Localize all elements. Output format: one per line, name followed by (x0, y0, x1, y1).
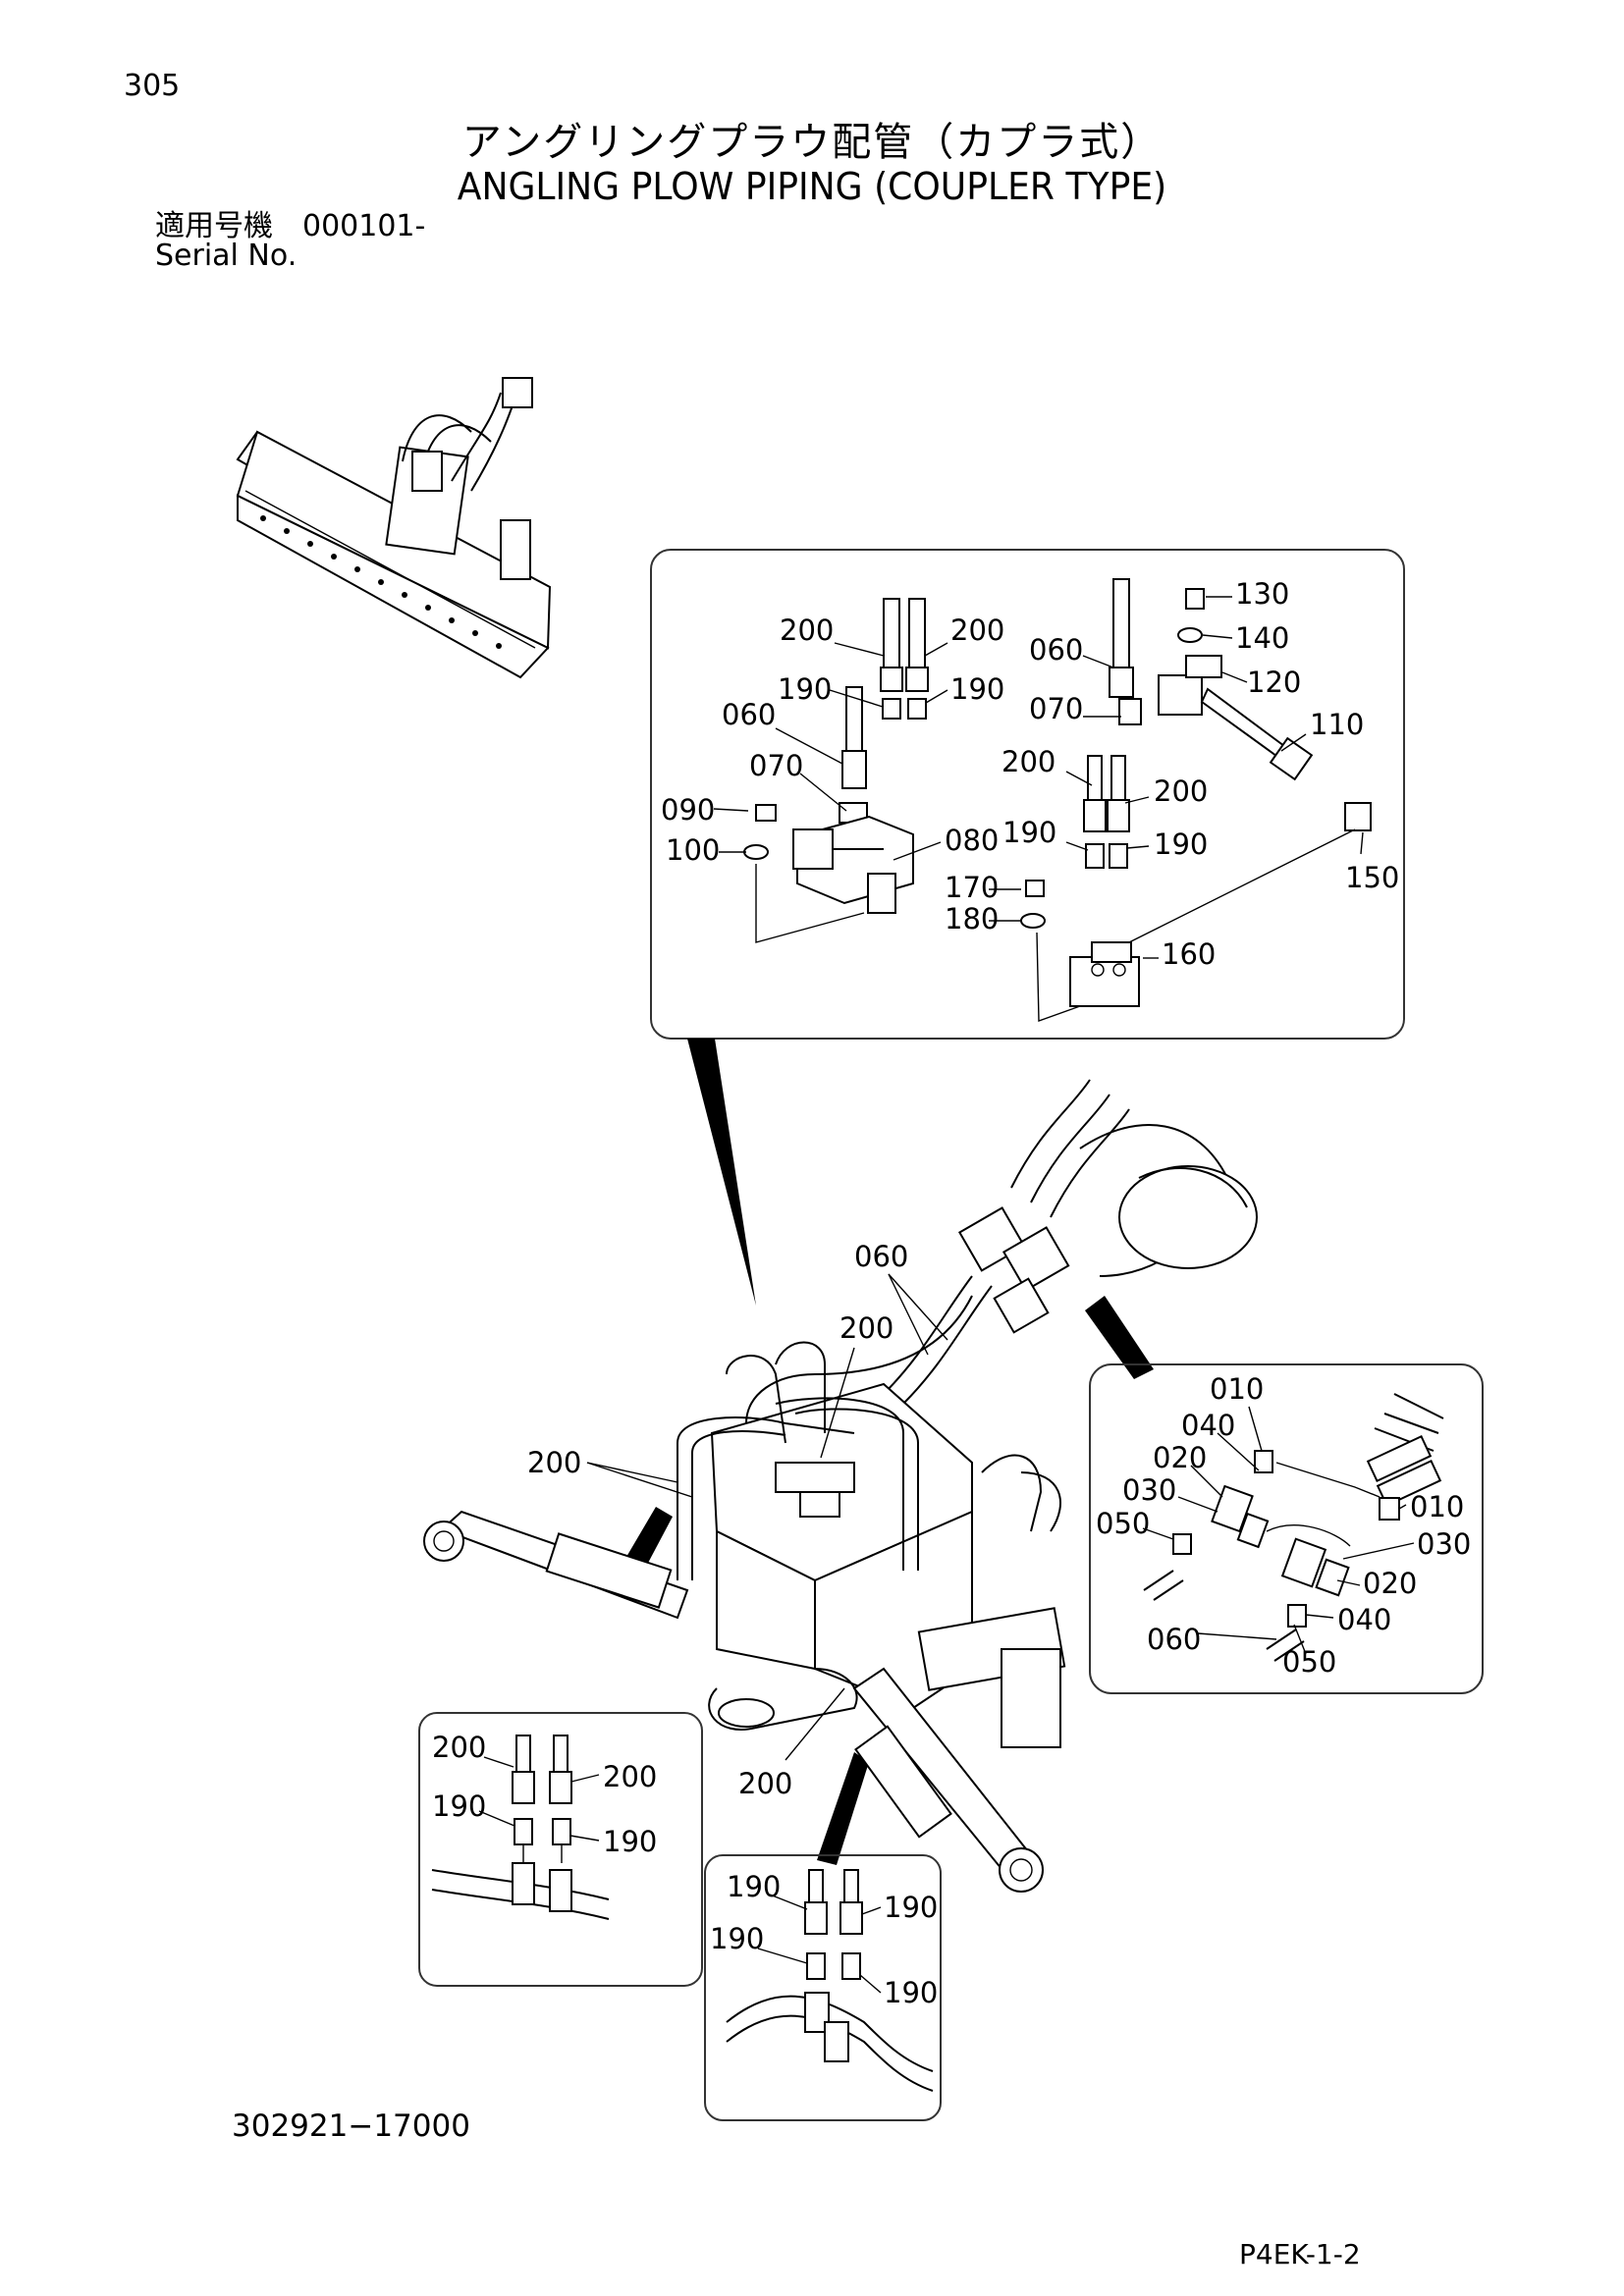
callout-label: 190 (950, 672, 1004, 706)
page-title-english: ANGLING PLOW PIPING (COUPLER TYPE) (457, 165, 1167, 208)
callout-label: 060 (1029, 633, 1083, 667)
callout-label: 200 (1154, 774, 1208, 808)
bottom-detail-box (704, 1854, 942, 2121)
drawing-number: 302921−17000 (232, 2109, 470, 2144)
callout-label: 030 (1122, 1473, 1176, 1507)
serial-number-label: Serial No. (155, 239, 298, 273)
callout-label: 190 (778, 672, 832, 706)
callout-label: 190 (884, 1891, 938, 1924)
coupler-detail-box (1089, 1363, 1484, 1694)
coupler-detail-callouts: 010 040 020 030 050 010 030 020 040 060 … (1096, 1372, 1471, 1679)
callout-label: 050 (1096, 1507, 1150, 1540)
callout-label: 160 (1162, 937, 1216, 971)
top-detail-callouts: 200 200 190 190 060 070 090 100 080 170 … (661, 577, 1399, 971)
detail-pointer (1085, 1296, 1154, 1379)
detail-pointer (817, 1752, 869, 1865)
page-number: 305 (124, 69, 181, 103)
callout-label: 060 (854, 1240, 908, 1273)
callout-label: 060 (1147, 1623, 1201, 1656)
left-detail-callouts: 200 200 190 190 (432, 1731, 657, 1858)
callout-label: 180 (945, 902, 999, 935)
callout-label: 190 (1002, 816, 1056, 849)
callout-label: 190 (710, 1922, 764, 1955)
callout-label: 110 (1310, 708, 1364, 741)
callout-label: 200 (527, 1446, 581, 1479)
callout-label: 010 (1410, 1490, 1464, 1523)
callout-label: 010 (1210, 1372, 1264, 1406)
callout-label: 190 (884, 1976, 938, 2009)
bottom-detail-callouts: 190 190 190 190 (710, 1870, 938, 2009)
callout-label: 190 (727, 1870, 781, 1903)
callout-label: 200 (738, 1767, 792, 1800)
serial-range-label: 適用号機 000101- (155, 209, 426, 243)
callout-label: 200 (839, 1311, 893, 1345)
top-detail-box (650, 549, 1405, 1040)
callout-label: 120 (1247, 666, 1301, 699)
callout-label: 190 (432, 1789, 486, 1823)
callout-label: 070 (749, 749, 803, 782)
callout-label: 060 (722, 698, 776, 731)
callout-label: 150 (1345, 861, 1399, 894)
callout-label: 200 (603, 1760, 657, 1793)
blade-overview-illustration (236, 377, 552, 679)
callout-label: 200 (432, 1731, 486, 1764)
callout-label: 200 (950, 614, 1004, 647)
callout-label: 030 (1417, 1527, 1471, 1561)
blade-bolt-holes (260, 515, 502, 649)
callout-label: 040 (1337, 1603, 1391, 1636)
callout-label: 200 (780, 614, 834, 647)
callout-label: 170 (945, 871, 999, 904)
callout-label: 200 (1001, 745, 1056, 778)
callout-label: 140 (1235, 621, 1289, 655)
callout-label: 080 (945, 824, 999, 857)
callout-label: 040 (1181, 1409, 1235, 1442)
callout-label: 190 (603, 1825, 657, 1858)
callout-label: 190 (1154, 828, 1208, 861)
callout-label: 020 (1153, 1441, 1207, 1474)
callout-label: 130 (1235, 577, 1289, 611)
page-title-japanese: アングリングプラウ配管（カプラ式） (461, 120, 1163, 165)
callout-label: 100 (666, 833, 720, 867)
detail-pointer (687, 1039, 756, 1306)
callout-label: 090 (661, 793, 715, 827)
left-detail-box (418, 1712, 703, 1987)
callout-label: 050 (1282, 1645, 1336, 1679)
callout-label: 020 (1363, 1567, 1417, 1600)
callout-label: 070 (1029, 692, 1083, 725)
main-assembly-illustration (423, 1079, 1258, 1893)
page-code: P4EK-1-2 (1239, 2238, 1361, 2270)
main-view-callouts: 060 200 200 200 (527, 1240, 908, 1800)
